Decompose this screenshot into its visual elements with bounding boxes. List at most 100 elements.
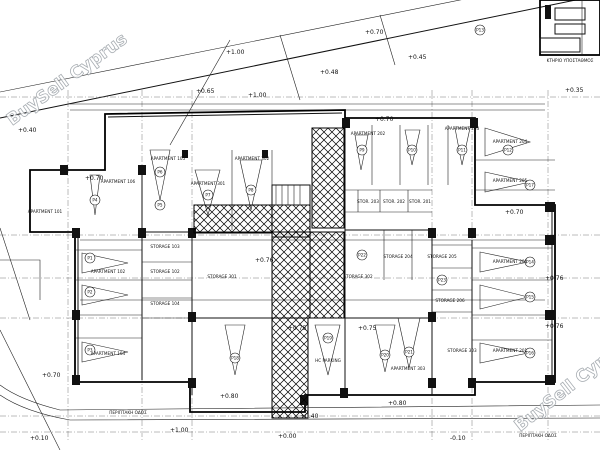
parking-space-label: P15	[526, 295, 534, 300]
road-note: ΠΕΡΙΠΤΑΚΗ ΟΔΟΣ	[519, 433, 557, 438]
parking-marker-circle	[356, 144, 368, 156]
parking-marker-circle	[524, 256, 536, 268]
parking-marker-circle	[154, 199, 166, 211]
level-marker: +0.35	[565, 87, 584, 94]
parking-marker-circle	[245, 184, 257, 196]
room-label: STORAGE 104	[150, 301, 180, 306]
parking-marker-circle	[403, 346, 415, 358]
level-marker: +0.80	[388, 400, 407, 407]
parking-marker-circle	[474, 24, 486, 36]
parking-marker-circle	[154, 166, 166, 178]
level-marker: +1.00	[226, 49, 245, 56]
parking-marker-circle	[84, 286, 96, 298]
level-marker: +0.40	[300, 413, 319, 420]
level-marker: +0.70	[375, 116, 394, 123]
parking-marker-circle	[322, 332, 334, 344]
road-note: ΚΤΗΡΙΟ ΥΠΟΣΤΑΘΜΟΣ	[547, 58, 594, 63]
level-marker: +0.76	[545, 275, 564, 282]
room-label: STORAGE 303	[447, 348, 477, 353]
room-labels: APARTMENT 101 APARTMENT 106 APARTMENT 10…	[28, 126, 528, 371]
level-marker: +0.76	[545, 323, 564, 330]
level-marker: +0.40	[18, 127, 37, 134]
level-marker: +0.70	[85, 175, 104, 182]
parking-space-label: P19	[324, 336, 332, 341]
room-label: APARTMENT 102	[91, 269, 126, 274]
room-label: APARTMENT 203	[445, 126, 480, 131]
level-marker: -0.10	[450, 435, 466, 442]
level-marker: +1.00	[170, 427, 189, 434]
room-label: APARTMENT 206	[493, 259, 528, 264]
parking-space-label: P22	[358, 253, 366, 258]
level-annotations: +1.00 +1.00 +0.65 +0.70 +0.48 +0.45 +0.4…	[18, 29, 584, 442]
parking-space-label: P12	[504, 148, 512, 153]
road-notes: ΠΕΡΙΠΤΑΚΗ ΟΔΟΣ ΠΕΡΙΠΤΑΚΗ ΟΔΟΣ ΚΤΗΡΙΟ ΥΠΟ…	[109, 58, 593, 438]
parking-marker-circle	[89, 194, 101, 206]
parking-marker-circle	[436, 274, 448, 286]
parking-space-label: P3	[87, 348, 93, 353]
room-label: APARTMENT 303	[391, 366, 426, 371]
room-label: STORAGE 301	[207, 274, 237, 279]
hatched-core	[193, 127, 345, 419]
level-marker: +0.45	[408, 54, 427, 61]
parking-space-label: P23	[438, 278, 446, 283]
parking-space-label: P6	[157, 170, 163, 175]
room-label: STOR. 202	[383, 199, 405, 204]
level-marker: +0.65	[196, 88, 215, 95]
parking-space-label: P2	[87, 290, 93, 295]
room-label: STORAGE 205	[427, 254, 457, 259]
room-label: APARTMENT 105	[151, 156, 186, 161]
room-label: STORAGE 204	[383, 254, 413, 259]
parking-space-label: P11	[458, 148, 466, 153]
level-marker: +0.70	[365, 29, 384, 36]
neighbour-building	[539, 0, 600, 56]
room-label: APARTMENT 302	[235, 156, 270, 161]
room-label: APARTMENT 106	[101, 179, 136, 184]
road-kerbs	[0, 259, 600, 421]
parking-space-label: P14	[526, 260, 534, 265]
parking-marker-circle	[524, 291, 536, 303]
parking-space-label: P1	[87, 256, 93, 261]
staircase	[271, 184, 311, 206]
parking-space-label: P18	[231, 356, 239, 361]
parking-space-label: P17	[526, 183, 534, 188]
level-marker: +0.10	[30, 435, 49, 442]
parking-space-label: P4	[92, 198, 98, 203]
room-label: STORAGE 302	[343, 274, 373, 279]
room-label: STORAGE 206	[435, 298, 465, 303]
level-marker: +0.70	[505, 209, 524, 216]
parking-marker-circle	[229, 352, 241, 364]
room-label: STOR. 201	[409, 199, 431, 204]
watermark-top-left: BuySell Cyprus	[3, 29, 131, 130]
level-marker: +0.48	[320, 69, 339, 76]
parking-marker-circle	[406, 144, 418, 156]
parking-space-label: P13	[476, 28, 484, 33]
level-marker: +0.75	[288, 325, 307, 332]
parking-marker-circle	[524, 347, 536, 359]
room-label: STORAGE 103	[150, 244, 180, 249]
structural-columns	[60, 118, 555, 405]
level-marker: +0.75	[358, 325, 377, 332]
parking-marker-circle	[202, 189, 214, 201]
parking-marker-circle	[84, 252, 96, 264]
room-label: HC PARKING	[315, 358, 341, 363]
room-label: APARTMENT 104	[91, 351, 126, 356]
level-marker: +0.80	[220, 393, 239, 400]
parking-marker-circle	[379, 349, 391, 361]
parking-marker-circle	[524, 179, 536, 191]
room-label: APARTMENT 201	[493, 348, 528, 353]
parking-space-label: P9	[359, 148, 365, 153]
parking-space-label: P8	[248, 188, 254, 193]
room-label: APARTMENT 202	[351, 131, 386, 136]
road-note: ΠΕΡΙΠΤΑΚΗ ΟΔΟΣ	[109, 410, 147, 415]
parking-space-label: P20	[381, 353, 389, 358]
parking-marker-circle	[356, 249, 368, 261]
room-label: APARTMENT 204	[493, 139, 528, 144]
level-marker: +0.70	[42, 372, 61, 379]
level-marker: +1.00	[248, 92, 267, 99]
parking-space-label: P10	[408, 148, 416, 153]
room-label: STOR. 203	[357, 199, 379, 204]
room-label: STORAGE 102	[150, 269, 180, 274]
